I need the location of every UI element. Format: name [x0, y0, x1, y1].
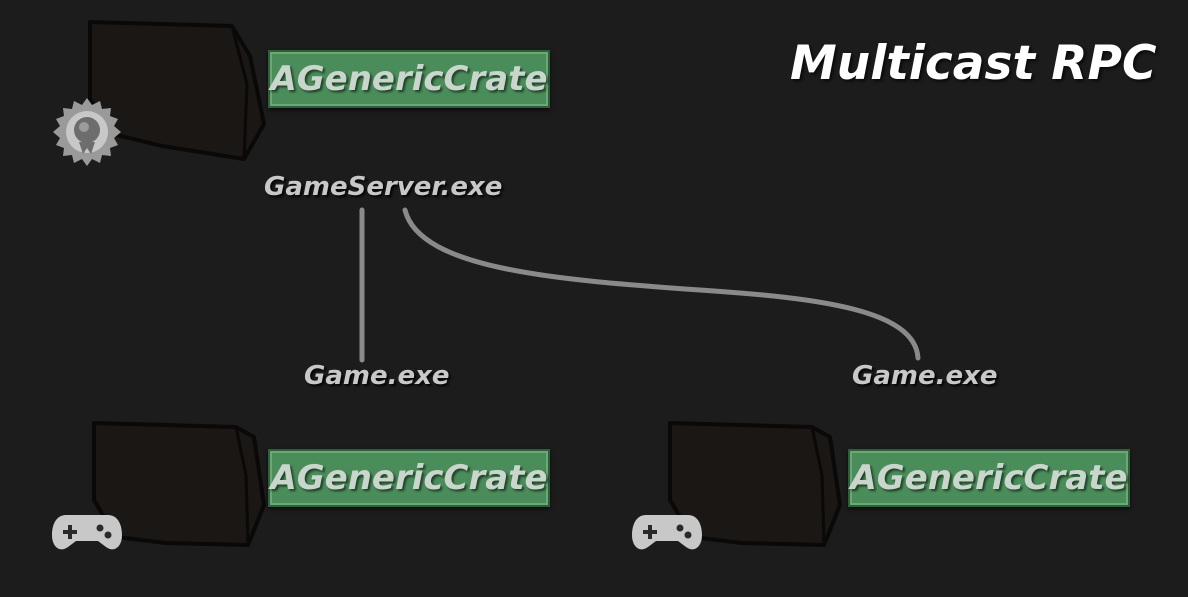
- client-right-actor-badge: AGenericCrate: [848, 449, 1130, 507]
- server-actor-badge: AGenericCrate: [268, 50, 550, 108]
- client-left-actor-badge: AGenericCrate: [268, 449, 550, 507]
- server-actor-label: AGenericCrate: [270, 59, 548, 99]
- crate-client-left: [92, 421, 266, 547]
- gamepad-icon: [632, 515, 702, 550]
- diagram-title: Multicast RPC: [790, 36, 1157, 91]
- client-right-actor-label: AGenericCrate: [850, 458, 1128, 498]
- client-left-actor-label: AGenericCrate: [270, 458, 548, 498]
- client-left-process-label: Game.exe: [304, 361, 450, 391]
- client-right-process-label: Game.exe: [852, 361, 998, 391]
- connector-server-to-client-right: [402, 207, 921, 361]
- server-gear-icon: [53, 98, 121, 166]
- gamepad-icon: [52, 515, 122, 550]
- crate-client-right: [668, 421, 842, 547]
- server-process-label: GameServer.exe: [264, 172, 503, 202]
